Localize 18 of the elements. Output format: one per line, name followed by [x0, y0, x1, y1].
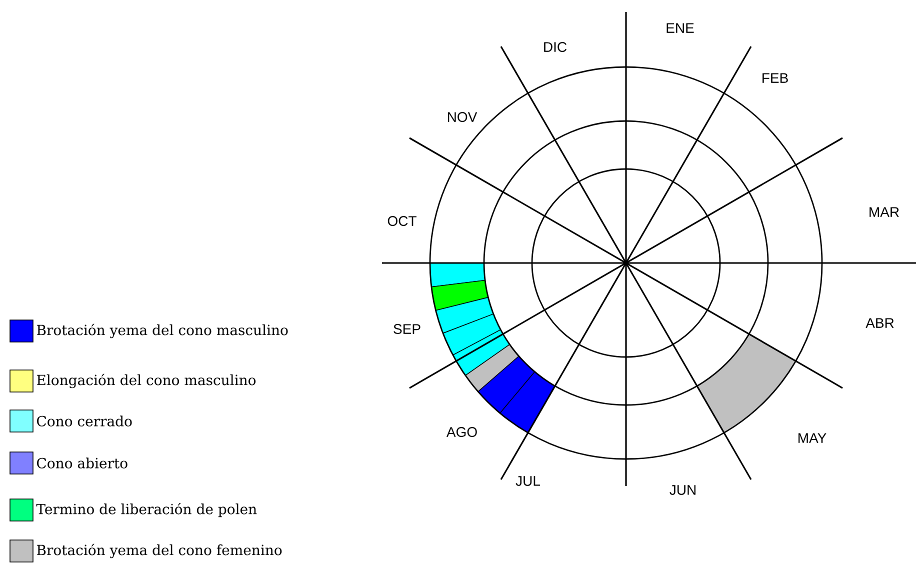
month-label: FEB — [762, 73, 788, 83]
month-label: MAR — [870, 207, 899, 217]
month-label: SEP — [394, 324, 420, 334]
month-label: ENE — [666, 23, 694, 33]
legend-label: Termino de liberación de polen — [36, 502, 257, 518]
month-label: DIC — [544, 42, 567, 52]
month-label: JUN — [670, 485, 696, 495]
month-label: NOV — [448, 112, 478, 122]
month-label: OCT — [388, 216, 416, 226]
month-label: ABR — [866, 318, 894, 328]
legend-label: Brotación yema del cono masculino — [36, 324, 288, 338]
legend-label: Cono cerrado — [36, 416, 132, 426]
month-label: AGO — [446, 427, 477, 437]
month-label: JUL — [516, 476, 540, 486]
legend-label: Elongación del cono masculino — [36, 374, 256, 388]
legend-label: Brotación yema del cono femenino — [36, 544, 282, 558]
month-label: MAY — [798, 433, 826, 443]
legend-label: Cono abierto — [36, 458, 128, 468]
